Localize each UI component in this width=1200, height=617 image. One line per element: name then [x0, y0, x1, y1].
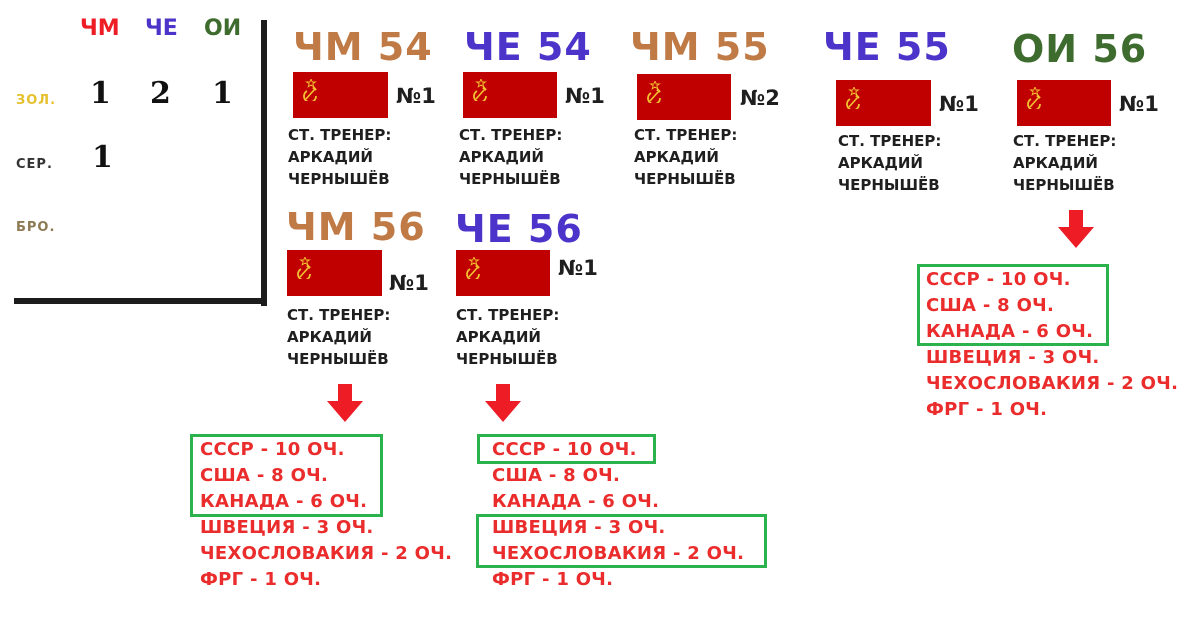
tournament-title-ce54: ЧЕ 54: [464, 25, 592, 69]
coach-label: СТ. ТРЕНЕР:: [459, 126, 563, 144]
coach-info: СТ. ТРЕНЕР: АРКАДИЙ ЧЕРНЫШЁВ: [838, 130, 988, 196]
result-row: ШВЕЦИЯ - 3 ОЧ.: [926, 347, 1100, 368]
coach-first-name: АРКАДИЙ: [459, 148, 544, 166]
placement-label: №1: [558, 256, 598, 280]
column-header-ce: ЧЕ: [145, 16, 178, 41]
coach-last-name: ЧЕРНЫШЁВ: [288, 170, 390, 188]
coach-first-name: АРКАДИЙ: [287, 328, 372, 346]
placement-label: №1: [939, 92, 979, 116]
row-label-gold: ЗОЛ.: [16, 93, 57, 108]
ussr-flag: [293, 72, 388, 118]
hammer-sickle-icon: [473, 79, 489, 101]
result-row: ШВЕЦИЯ - 3 ОЧ.: [492, 517, 666, 538]
coach-last-name: ЧЕРНЫШЁВ: [1013, 176, 1115, 194]
coach-first-name: АРКАДИЙ: [634, 148, 719, 166]
coach-info: СТ. ТРЕНЕР: АРКАДИЙ ЧЕРНЫШЁВ: [634, 124, 784, 190]
result-row: СССР - 10 ОЧ.: [926, 269, 1071, 290]
hammer-sickle-icon: [303, 79, 319, 101]
ussr-flag: [836, 80, 931, 126]
coach-first-name: АРКАДИЙ: [1013, 154, 1098, 172]
tournament-title-cm56: ЧМ 56: [286, 205, 426, 249]
coach-info: СТ. ТРЕНЕР: АРКАДИЙ ЧЕРНЫШЁВ: [288, 124, 438, 190]
result-row: КАНАДА - 6 ОЧ.: [200, 491, 368, 512]
coach-info: СТ. ТРЕНЕР: АРКАДИЙ ЧЕРНЫШЁВ: [1013, 130, 1163, 196]
result-row: СССР - 10 ОЧ.: [200, 439, 345, 460]
highlight-box: [477, 434, 656, 464]
result-row: ЧЕХОСЛОВАКИЯ - 2 ОЧ.: [926, 373, 1179, 394]
hammer-sickle-icon: [466, 257, 482, 279]
coach-label: СТ. ТРЕНЕР:: [838, 132, 942, 150]
arrow-down-icon: [483, 384, 523, 424]
arrow-down-icon: [1056, 210, 1096, 250]
column-header-cm: ЧМ: [80, 16, 120, 41]
coach-label: СТ. ТРЕНЕР:: [634, 126, 738, 144]
ussr-flag: [637, 74, 731, 120]
coach-last-name: ЧЕРНЫШЁВ: [456, 350, 558, 368]
result-row: КАНАДА - 6 ОЧ.: [926, 321, 1094, 342]
tournament-title-ce56: ЧЕ 56: [455, 207, 583, 251]
ussr-flag: [456, 250, 550, 296]
row-label-bronze: БРО.: [16, 220, 56, 235]
result-row: США - 8 ОЧ.: [200, 465, 329, 486]
coach-last-name: ЧЕРНЫШЁВ: [838, 176, 940, 194]
ussr-flag: [1017, 80, 1111, 126]
result-row: КАНАДА - 6 ОЧ.: [492, 491, 660, 512]
coach-info: СТ. ТРЕНЕР: АРКАДИЙ ЧЕРНЫШЁВ: [459, 124, 609, 190]
hammer-sickle-icon: [647, 81, 663, 103]
results-list-oi56: СССР - 10 ОЧ. США - 8 ОЧ. КАНАДА - 6 ОЧ.…: [926, 267, 1178, 423]
placement-label: №1: [396, 84, 436, 108]
silver-count-cm: 1: [92, 140, 113, 175]
result-row: ШВЕЦИЯ - 3 ОЧ.: [200, 517, 374, 538]
arrow-down-icon: [325, 384, 365, 424]
highlight-box: [917, 264, 1109, 346]
coach-last-name: ЧЕРНЫШЁВ: [459, 170, 561, 188]
ussr-flag: [287, 250, 382, 296]
table-border-right: [261, 20, 267, 306]
coach-info: СТ. ТРЕНЕР: АРКАДИЙ ЧЕРНЫШЁВ: [287, 304, 437, 370]
tournament-title-ce55: ЧЕ 55: [823, 25, 951, 69]
placement-label: №2: [740, 86, 780, 110]
coach-label: СТ. ТРЕНЕР:: [287, 306, 391, 324]
coach-first-name: АРКАДИЙ: [838, 154, 923, 172]
table-border-bottom: [14, 298, 267, 304]
result-row: ФРГ - 1 ОЧ.: [200, 569, 322, 590]
result-row: ФРГ - 1 ОЧ.: [926, 399, 1048, 420]
placement-label: №1: [565, 84, 605, 108]
result-row: США - 8 ОЧ.: [926, 295, 1055, 316]
coach-label: СТ. ТРЕНЕР:: [456, 306, 560, 324]
coach-last-name: ЧЕРНЫШЁВ: [634, 170, 736, 188]
coach-last-name: ЧЕРНЫШЁВ: [287, 350, 389, 368]
gold-count-oi: 1: [212, 76, 233, 111]
hammer-sickle-icon: [846, 87, 862, 109]
results-list-cm56: СССР - 10 ОЧ. США - 8 ОЧ. КАНАДА - 6 ОЧ.…: [200, 437, 452, 593]
tournament-title-cm55: ЧМ 55: [630, 25, 770, 69]
tournament-title-cm54: ЧМ 54: [293, 25, 433, 69]
result-row: ЧЕХОСЛОВАКИЯ - 2 ОЧ.: [492, 543, 745, 564]
placement-label: №1: [389, 271, 429, 295]
coach-first-name: АРКАДИЙ: [456, 328, 541, 346]
result-row: ФРГ - 1 ОЧ.: [492, 569, 614, 590]
result-row: США - 8 ОЧ.: [492, 465, 621, 486]
hammer-sickle-icon: [1027, 87, 1043, 109]
result-row: ЧЕХОСЛОВАКИЯ - 2 ОЧ.: [200, 543, 453, 564]
column-header-oi: ОИ: [204, 16, 242, 41]
results-list-ce56: СССР - 10 ОЧ. США - 8 ОЧ. КАНАДА - 6 ОЧ.…: [492, 437, 744, 593]
coach-label: СТ. ТРЕНЕР:: [1013, 132, 1117, 150]
coach-info: СТ. ТРЕНЕР: АРКАДИЙ ЧЕРНЫШЁВ: [456, 304, 606, 370]
gold-count-ce: 2: [150, 76, 171, 111]
ussr-flag: [463, 72, 557, 118]
row-label-silver: СЕР.: [16, 157, 53, 172]
hammer-sickle-icon: [297, 257, 313, 279]
tournament-title-oi56: ОИ 56: [1012, 27, 1148, 71]
result-row: СССР - 10 ОЧ.: [492, 439, 637, 460]
coach-first-name: АРКАДИЙ: [288, 148, 373, 166]
placement-label: №1: [1119, 92, 1159, 116]
highlight-box: [190, 434, 383, 517]
gold-count-cm: 1: [90, 76, 111, 111]
coach-label: СТ. ТРЕНЕР:: [288, 126, 392, 144]
highlight-box: [476, 514, 767, 568]
